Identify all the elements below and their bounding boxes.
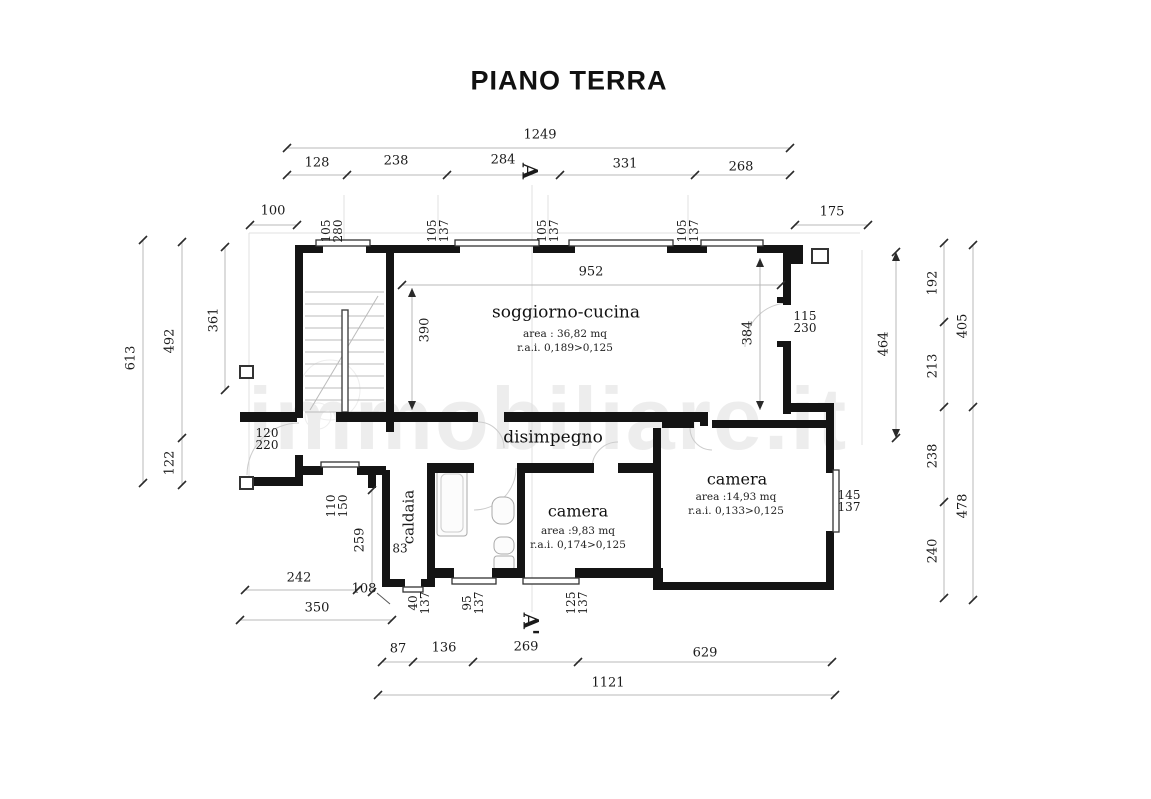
room-label-camera-big: camera [706, 469, 768, 489]
dim-83: 83 [392, 541, 408, 556]
dim-175: 175 [819, 204, 845, 220]
dim-478: 478 [955, 493, 971, 519]
dim-492: 492 [162, 328, 178, 354]
section-marker-bottom: A' [518, 612, 544, 636]
room-label-camera-small: camera [547, 501, 609, 521]
dim-240: 240 [925, 538, 941, 564]
chimney-square [811, 248, 829, 264]
dim-108: 108 [351, 581, 377, 597]
dimension-ticks [138, 143, 978, 700]
dim-613: 613 [123, 345, 139, 371]
dim-390: 390 [417, 317, 433, 343]
dim-top-331: 331 [612, 156, 638, 172]
dim-192: 192 [925, 270, 941, 296]
bathroom-fixtures [436, 469, 515, 571]
dim-405: 405 [955, 313, 971, 339]
dim-361: 361 [206, 307, 222, 333]
room-area-camera-big: area :14,93 mq [695, 490, 777, 503]
room-label-disimpegno: disimpegno [503, 427, 603, 448]
dim-238-right: 238 [925, 443, 941, 469]
dimension-lines [142, 147, 974, 696]
room-area-camera-small: area :9,83 mq [540, 524, 616, 537]
pillar-square [239, 365, 254, 379]
dim-952: 952 [578, 264, 604, 280]
section-marker-top: A [517, 162, 543, 180]
dimension-arrows [408, 252, 900, 438]
window-sills [239, 239, 840, 593]
page-title: PIANO TERRA [470, 65, 668, 96]
dim-384: 384 [740, 320, 756, 346]
walls [240, 245, 834, 590]
room-rai-soggiorno: r.a.i. 0,189>0,125 [517, 341, 613, 354]
stair-railing [341, 309, 349, 413]
dim-top-total: 1249 [523, 127, 557, 143]
dim-242: 242 [286, 570, 312, 586]
room-area-soggiorno: area : 36,82 mq [522, 327, 608, 340]
dim-top-284: 284 [490, 152, 516, 168]
room-label-caldaia: caldaia [399, 489, 418, 545]
dim-top-128: 128 [304, 155, 330, 171]
room-rai-camera-big: r.a.i. 0,133>0,125 [688, 504, 784, 517]
dim-87: 87 [389, 641, 407, 657]
dim-629: 629 [692, 645, 718, 661]
room-label-soggiorno: soggiorno-cucina [492, 302, 640, 323]
dim-100: 100 [260, 203, 286, 219]
dim-259: 259 [352, 527, 368, 553]
dim-350: 350 [304, 600, 330, 616]
dim-top-268: 268 [728, 159, 754, 175]
dim-269: 269 [513, 639, 539, 655]
dim-122: 122 [162, 450, 178, 476]
room-rai-camera-small: r.a.i. 0,174>0,125 [530, 538, 626, 551]
pillar-square [239, 476, 254, 490]
dim-bottom-total: 1121 [591, 675, 625, 691]
dim-213: 213 [925, 353, 941, 379]
dim-top-238: 238 [383, 153, 409, 169]
dim-136: 136 [431, 640, 457, 656]
dim-464: 464 [876, 331, 892, 357]
